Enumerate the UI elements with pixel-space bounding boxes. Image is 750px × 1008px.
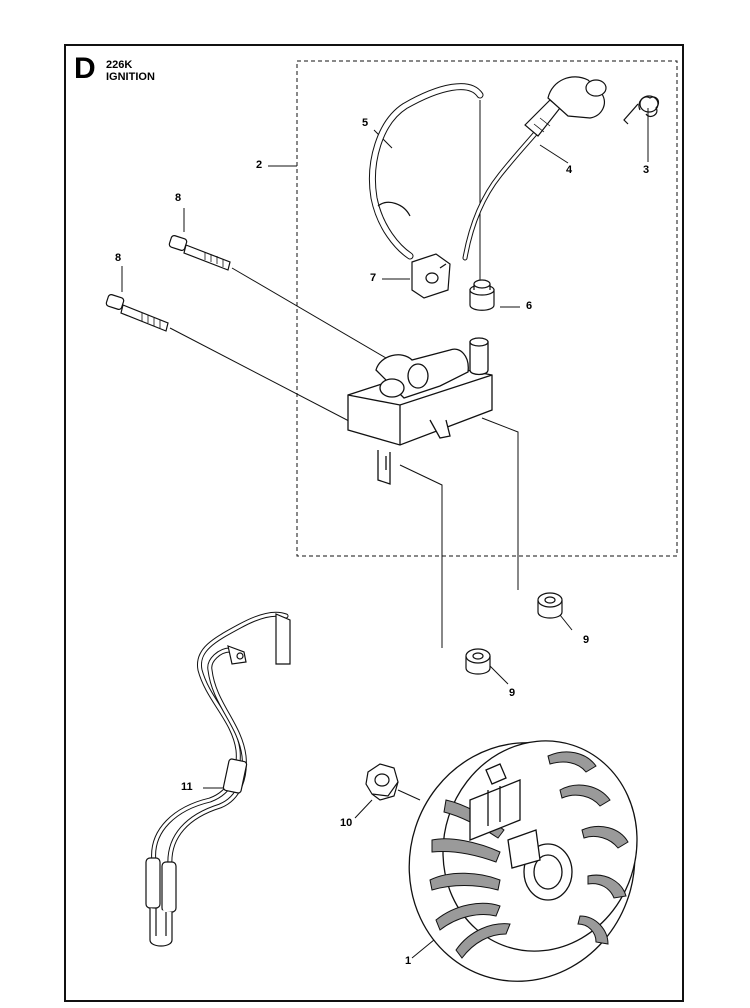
axis-screw-upper bbox=[231, 267, 399, 366]
axis-spacer-lower bbox=[399, 464, 443, 648]
callout-4: 4 bbox=[566, 164, 573, 176]
callout-1: 1 bbox=[405, 955, 412, 967]
diagram-frame bbox=[64, 44, 684, 1002]
flywheel-nut bbox=[365, 763, 399, 801]
screw-upper bbox=[168, 235, 231, 271]
spacer-lower bbox=[465, 648, 491, 675]
spacer-upper bbox=[537, 592, 563, 619]
section-letter: D bbox=[74, 52, 96, 85]
ignition-coil bbox=[347, 337, 493, 485]
cable-fill bbox=[369, 84, 483, 259]
ht-lead-outline bbox=[462, 125, 543, 261]
callout-8-upper: 8 bbox=[175, 192, 182, 204]
spark-plug-boot bbox=[524, 76, 607, 137]
callout-11: 11 bbox=[181, 781, 193, 793]
cable-clip bbox=[411, 253, 451, 299]
leader-9a bbox=[559, 614, 573, 631]
diagram-heading: 226K IGNITION bbox=[106, 59, 155, 83]
leader-9b bbox=[489, 665, 509, 685]
callout-8-lower: 8 bbox=[115, 252, 122, 264]
callout-9-lower: 9 bbox=[509, 687, 516, 699]
model-number: 226K bbox=[106, 59, 133, 71]
coil-assembly-boundary bbox=[296, 60, 678, 557]
axis-screw-lower bbox=[169, 327, 373, 434]
callout-5: 5 bbox=[362, 117, 369, 129]
callout-10: 10 bbox=[340, 817, 353, 829]
callout-9-upper: 9 bbox=[583, 634, 590, 646]
nut-axis bbox=[397, 789, 421, 801]
callout-2: 2 bbox=[256, 159, 263, 171]
callout-3: 3 bbox=[643, 164, 650, 176]
section-title: IGNITION bbox=[106, 70, 155, 83]
leader-10 bbox=[354, 799, 373, 819]
spring bbox=[623, 95, 660, 125]
wiring-harness bbox=[145, 611, 291, 947]
axis-spacer-upper bbox=[481, 417, 519, 590]
screw-lower bbox=[105, 294, 169, 332]
flywheel bbox=[408, 740, 638, 982]
leader-4 bbox=[539, 144, 569, 164]
callout-7: 7 bbox=[370, 272, 377, 284]
callout-6: 6 bbox=[526, 300, 533, 312]
grommet bbox=[469, 279, 495, 311]
